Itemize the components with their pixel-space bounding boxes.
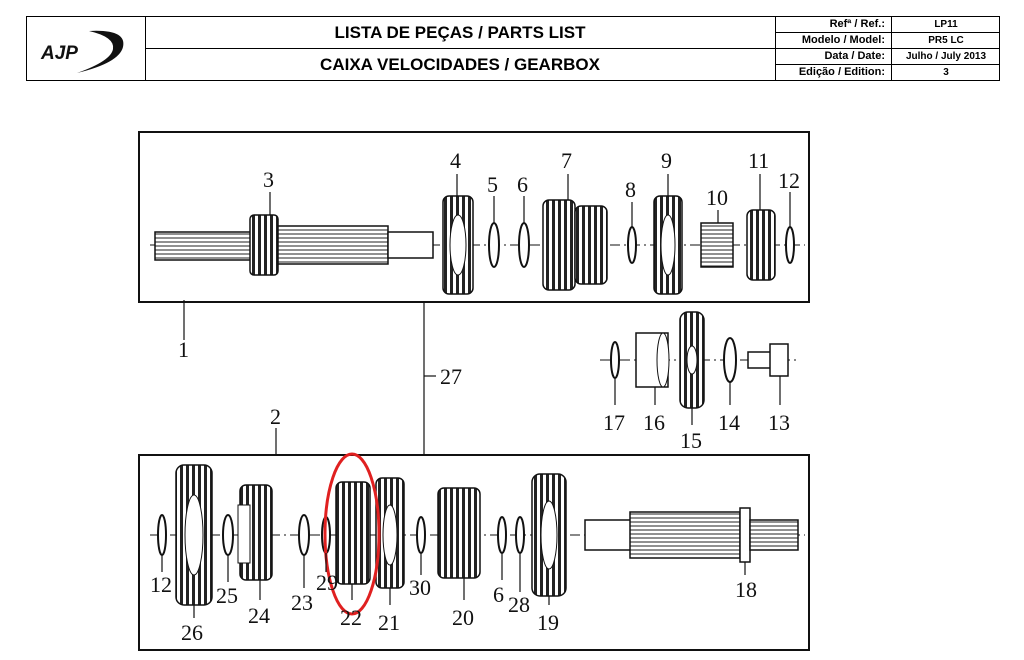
callout-14: 14 (718, 410, 740, 435)
callout-2: 2 (270, 404, 281, 429)
callout-19: 19 (537, 610, 559, 635)
meta-label-model: Modelo / Model: (775, 33, 892, 48)
callout-13: 13 (768, 410, 790, 435)
callout-7: 7 (561, 148, 572, 173)
callout-5: 5 (487, 172, 498, 197)
gear-20 (437, 487, 481, 579)
callout-29: 29 (316, 570, 338, 595)
leader-lines (161, 174, 791, 618)
meta-table: Refª / Ref.: LP11 Modelo / Model: PR5 LC… (775, 17, 999, 80)
meta-row-edition: Edição / Edition: 3 (775, 65, 999, 80)
callout-12-lower: 12 (150, 572, 172, 597)
washer-12 (785, 226, 795, 264)
callout-23: 23 (291, 590, 313, 615)
needle-bearing-10 (700, 222, 734, 268)
callout-21: 21 (378, 610, 400, 635)
sprocket-15 (679, 311, 705, 409)
washer-14 (723, 337, 737, 383)
meta-row-model: Modelo / Model: PR5 LC (775, 33, 999, 49)
callout-17: 17 (603, 410, 625, 435)
callout-27: 27 (440, 364, 462, 389)
title-cell: LISTA DE PEÇAS / PARTS LIST CAIXA VELOCI… (145, 17, 776, 80)
meta-value-ref: LP11 (934, 19, 958, 30)
callout-20: 20 (452, 605, 474, 630)
gear-9 (653, 195, 683, 295)
meta-row-date: Data / Date: Julho / July 2013 (775, 49, 999, 65)
callout-12: 12 (778, 168, 800, 193)
callout-28: 28 (508, 592, 530, 617)
meta-value-model: PR5 LC (928, 35, 964, 46)
counter-shaft-18 (584, 507, 799, 563)
header-table: AJP LISTA DE PEÇAS / PARTS LIST CAIXA VE… (26, 16, 1000, 81)
gear-22 (335, 481, 371, 585)
lower-assembly-box (138, 454, 810, 651)
title-parts-list: LISTA DE PEÇAS / PARTS LIST (145, 17, 775, 49)
callout-6: 6 (517, 172, 528, 197)
callout-18: 18 (735, 577, 757, 602)
meta-value-edition: 3 (943, 67, 949, 78)
circlip-17 (610, 341, 620, 379)
gear-21 (375, 477, 405, 589)
callout-8: 8 (625, 177, 636, 202)
callout-16: 16 (643, 410, 665, 435)
gear-19 (531, 473, 567, 597)
callout-1: 1 (178, 337, 189, 362)
gear-11 (746, 209, 776, 281)
meta-row-ref: Refª / Ref.: LP11 (775, 17, 999, 33)
washer-30 (416, 516, 426, 554)
callout-22: 22 (340, 605, 362, 630)
upper-assembly-box (138, 131, 810, 303)
meta-label-ref: Refª / Ref.: (775, 17, 892, 32)
gear-26 (175, 464, 213, 606)
callout-9: 9 (661, 148, 672, 173)
gear-24 (237, 484, 273, 581)
bushing-16 (635, 332, 670, 388)
callout-26: 26 (181, 620, 203, 645)
callout-4: 4 (450, 148, 461, 173)
callout-11: 11 (748, 148, 769, 173)
washer-5 (488, 222, 500, 268)
washer-8 (627, 226, 637, 264)
meta-value-date: Julho / July 2013 (905, 51, 987, 62)
gear-4 (442, 195, 474, 295)
callout-3: 3 (263, 167, 274, 192)
callout-labels: 1 2 3 4 5 6 7 8 9 10 11 12 13 14 15 16 1… (150, 148, 800, 645)
highlight-circle-part-22 (323, 452, 381, 616)
washer-12-lower (157, 514, 167, 556)
bolt-13 (747, 343, 789, 377)
callout-6-lower: 6 (493, 582, 504, 607)
logo-text: AJP (40, 43, 78, 64)
circlip-6-lower (497, 516, 507, 554)
washer-28 (515, 516, 525, 554)
meta-label-edition: Edição / Edition: (775, 65, 892, 80)
callout-30: 30 (409, 575, 431, 600)
circlip-6 (518, 222, 530, 268)
callout-15: 15 (680, 428, 702, 453)
gear-7 (542, 199, 608, 291)
callout-25: 25 (216, 583, 238, 608)
callout-10: 10 (706, 185, 728, 210)
meta-label-date: Data / Date: (775, 49, 892, 64)
title-gearbox: CAIXA VELOCIDADES / GEARBOX (320, 55, 600, 74)
washer-25 (222, 514, 234, 556)
main-shaft (154, 214, 434, 276)
circlip-23 (298, 514, 310, 556)
callout-24: 24 (248, 603, 270, 628)
ajp-logo: AJP (40, 30, 124, 73)
